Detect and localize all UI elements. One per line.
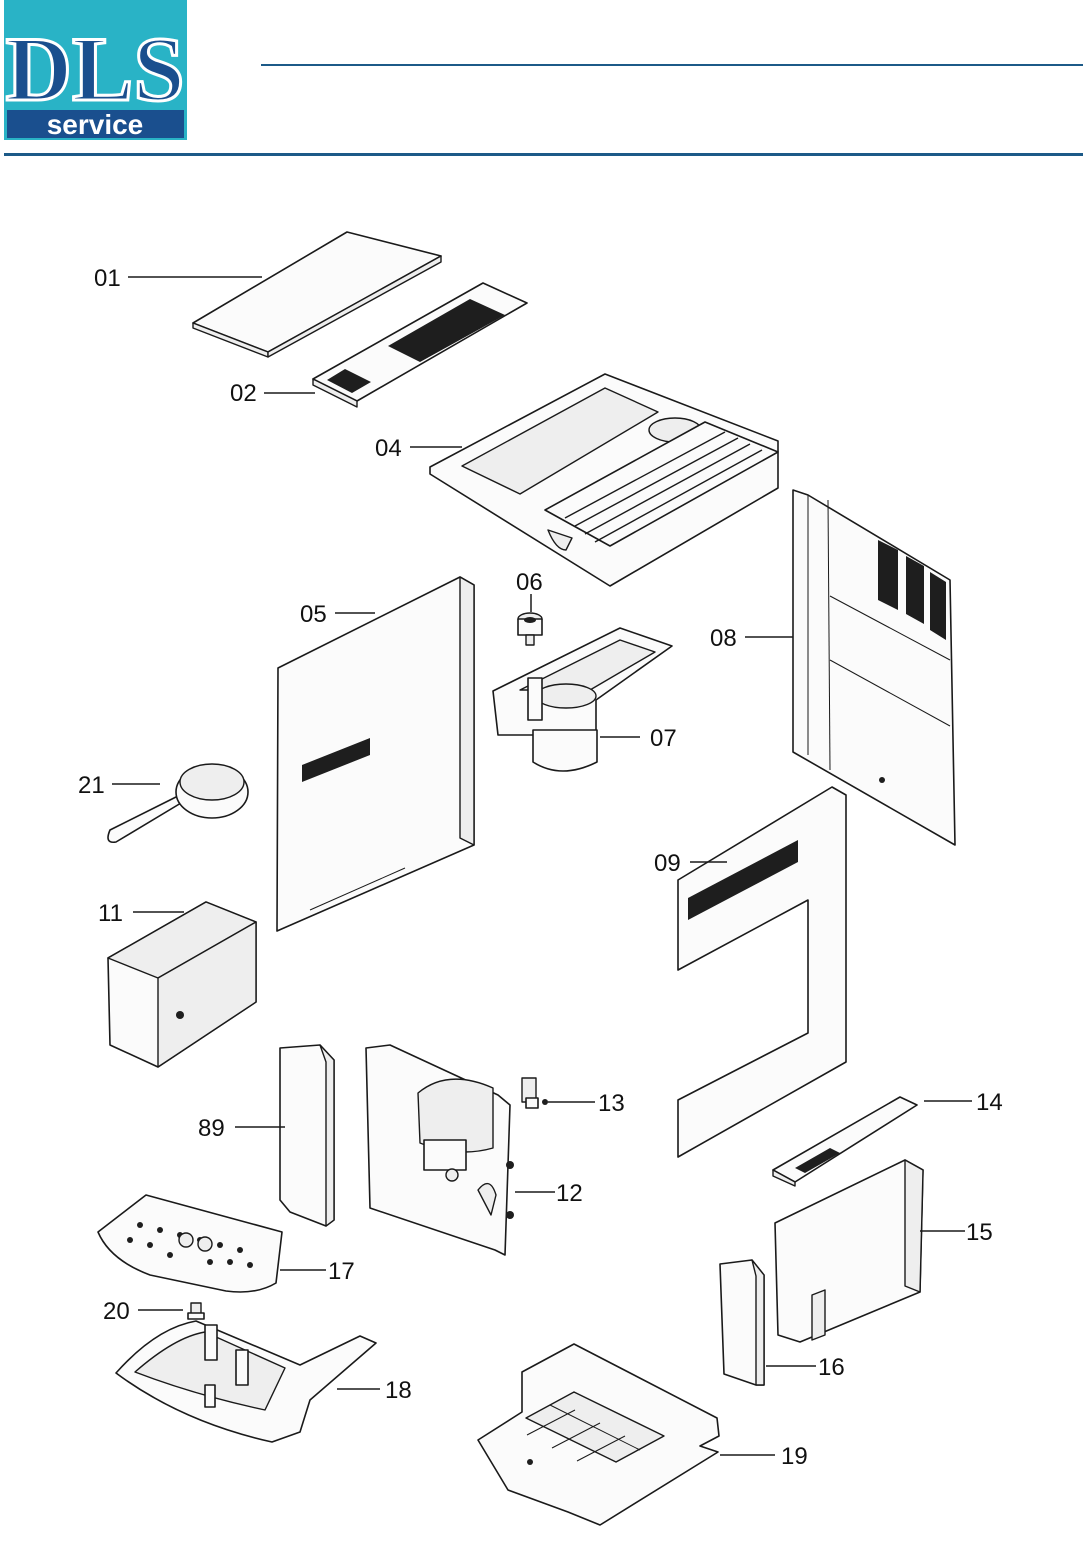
label-08: 08 <box>710 625 737 652</box>
label-06: 06 <box>516 569 543 596</box>
label-13: 13 <box>598 1090 625 1117</box>
logo-subtitle-text: service <box>47 109 144 140</box>
header-bottom-rule <box>4 153 1083 156</box>
part-08-rear-panel <box>792 489 956 846</box>
label-21: 21 <box>78 772 105 799</box>
dls-service-logo: DLS service <box>4 0 187 140</box>
part-13-switch <box>521 1077 548 1109</box>
label-16: 16 <box>818 1354 845 1381</box>
label-07: 07 <box>650 725 677 752</box>
logo-brand-text: DLS <box>6 18 185 120</box>
part-16-cover <box>719 1259 765 1386</box>
label-04: 04 <box>375 435 402 462</box>
part-20-small-part <box>187 1302 205 1320</box>
part-15-container <box>774 1159 924 1343</box>
part-12-front-assembly <box>365 1044 514 1256</box>
part-89-side-cover <box>279 1044 335 1227</box>
part-09-front-panel <box>677 786 847 1158</box>
part-11-water-tank <box>107 901 257 1068</box>
part-19-base <box>477 1343 720 1526</box>
label-09: 09 <box>654 850 681 877</box>
part-05-left-panel <box>276 576 475 932</box>
label-12: 12 <box>556 1180 583 1207</box>
label-89: 89 <box>198 1115 225 1142</box>
label-01: 01 <box>94 265 121 292</box>
part-18-drip-tray <box>115 1320 377 1443</box>
part-21-measuring-spoon <box>107 763 249 844</box>
label-20: 20 <box>103 1298 130 1325</box>
part-01-lid <box>192 231 442 358</box>
label-11: 11 <box>98 900 123 927</box>
label-14: 14 <box>976 1089 1003 1116</box>
part-04-cup-tray <box>429 373 779 587</box>
part-02-grille <box>312 282 528 408</box>
label-19: 19 <box>781 1443 808 1470</box>
label-05: 05 <box>300 601 327 628</box>
label-18: 18 <box>385 1377 412 1404</box>
label-15: 15 <box>966 1219 993 1246</box>
part-07-funnel <box>492 627 673 772</box>
label-17: 17 <box>328 1258 355 1285</box>
part-14-rail <box>772 1096 918 1187</box>
header-top-rule <box>261 64 1083 66</box>
part-17-drip-grid <box>97 1194 283 1293</box>
label-02: 02 <box>230 380 257 407</box>
part-06-knob <box>517 612 543 646</box>
